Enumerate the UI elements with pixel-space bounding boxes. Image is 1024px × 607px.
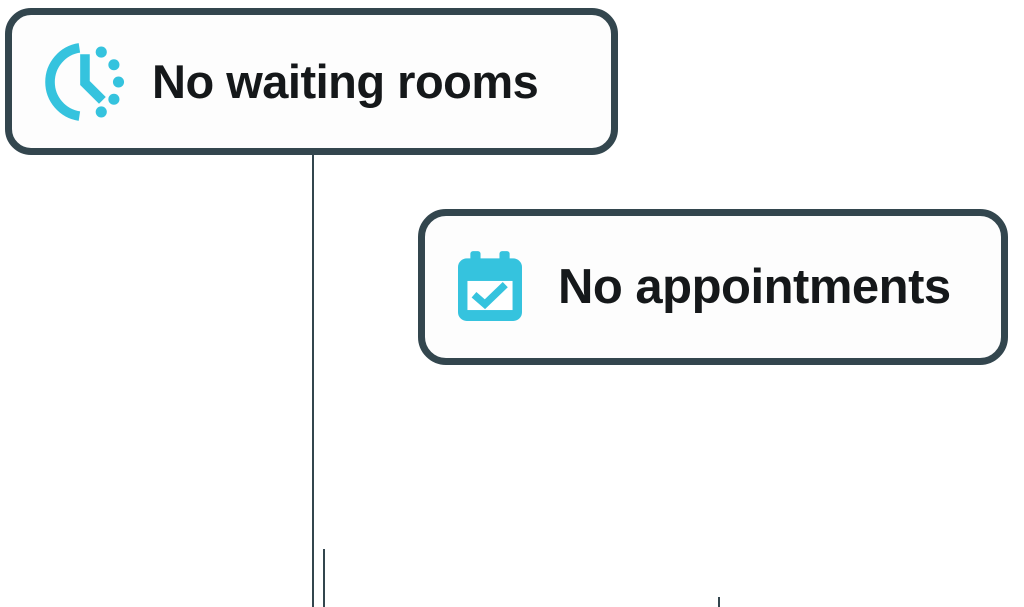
badge-no-waiting-rooms-label: No waiting rooms	[152, 55, 539, 108]
badge-no-appointments-label: No appointments	[558, 260, 951, 314]
connector-line-secondary	[323, 549, 325, 607]
clock-history-icon	[45, 42, 125, 121]
calendar-check-icon	[458, 250, 522, 321]
connector-tick-bottom	[718, 597, 720, 607]
badge-no-appointments: No appointments	[418, 209, 1008, 365]
badge-no-waiting-rooms: No waiting rooms	[5, 8, 618, 155]
connector-line-main	[312, 152, 314, 607]
